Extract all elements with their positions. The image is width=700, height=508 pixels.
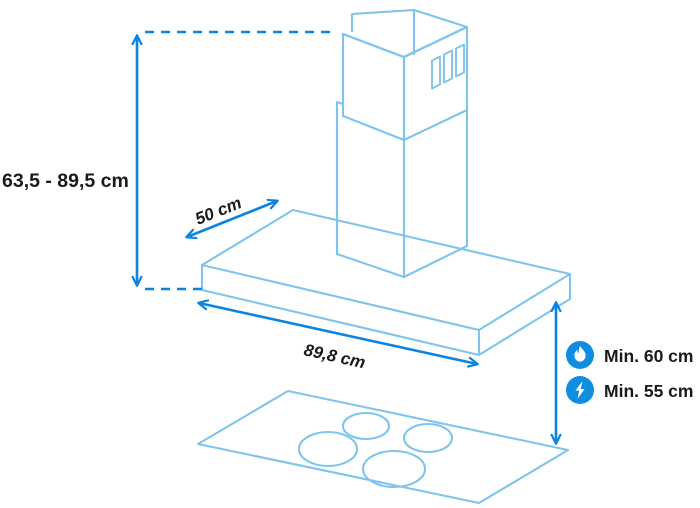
clearance-item-gas: Min. 60 cm (566, 341, 693, 369)
canopy-right-face (477, 272, 572, 357)
cooktop-burner-large-left (297, 430, 359, 468)
lightning-bolt-icon (575, 381, 585, 399)
hood-canopy (200, 208, 572, 357)
chimney-vent-1 (431, 55, 441, 90)
cooktop-illustration (196, 389, 570, 505)
clearance-label-electric: Min. 55 cm (604, 381, 693, 401)
height-dimension: 63,5 - 89,5 cm (2, 30, 337, 291)
width-dimension: 89,8 cm (199, 303, 477, 372)
chimney-inner-top-edge (412, 8, 469, 29)
clearance-legend: Min. 60 cm Min. 55 cm (566, 341, 693, 404)
chimney-left-face (341, 32, 406, 142)
chimney-vent-3 (455, 43, 465, 78)
cooktop-burner-large-front (361, 449, 427, 489)
lower-chimney-right-face (402, 108, 469, 279)
cooktop-burner-small-rear (341, 411, 391, 441)
chimney-vent-2 (443, 49, 453, 84)
depth-dimension: 50 cm (187, 193, 277, 237)
width-dimension-arrow (199, 303, 477, 364)
flame-icon (574, 346, 586, 362)
cooker-hood-illustration (200, 8, 572, 357)
hood-lower-chimney (335, 100, 469, 279)
chimney-top-rim (341, 25, 469, 59)
depth-dimension-arrow (187, 201, 277, 237)
canopy-front-face (200, 263, 481, 357)
lower-chimney-left-face (335, 100, 406, 279)
clearance-label-gas: Min. 60 cm (604, 346, 693, 366)
cooktop-surface (196, 389, 570, 505)
hood-upper-chimney (341, 8, 469, 142)
chimney-inner-wall (350, 8, 416, 56)
lower-chimney-top-edge (335, 100, 345, 106)
height-dimension-label: 63,5 - 89,5 cm (2, 170, 129, 192)
width-dimension-label: 89,8 cm (302, 340, 367, 372)
cooktop-burner-small-right (402, 422, 454, 454)
clearance-item-electric: Min. 55 cm (566, 376, 693, 404)
